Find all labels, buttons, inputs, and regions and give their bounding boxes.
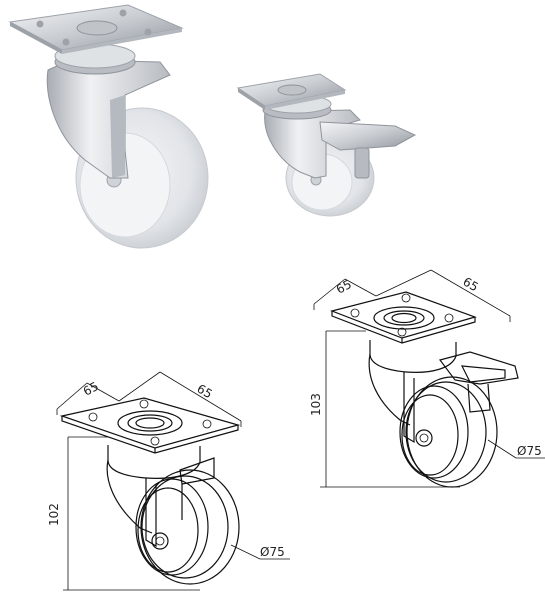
right-height-dim: 103: [309, 393, 323, 416]
brake-lever-photo: [319, 121, 417, 151]
right-brake-lever: [438, 351, 519, 385]
left-wheel-diameter: Ø75: [260, 545, 285, 559]
caster-photo-large: [8, 4, 209, 249]
fork-large: [46, 59, 171, 179]
right-plate-dim-1: 65: [334, 277, 354, 297]
left-plate: [59, 397, 241, 449]
left-height-dim: 102: [47, 503, 61, 526]
technical-drawing-left: 65 65 Ø75 102: [47, 371, 290, 591]
right-wheel-diameter: Ø75: [517, 444, 542, 458]
left-wheel: [140, 469, 240, 585]
left-plate-dim-1: 65: [81, 379, 101, 399]
caster-photo-braked: [236, 73, 417, 217]
technical-drawing-right: 65 65 Ø75 103: [309, 269, 545, 488]
right-plate-dim-2: 65: [461, 274, 481, 294]
left-plate-dim-2: 65: [195, 381, 215, 401]
